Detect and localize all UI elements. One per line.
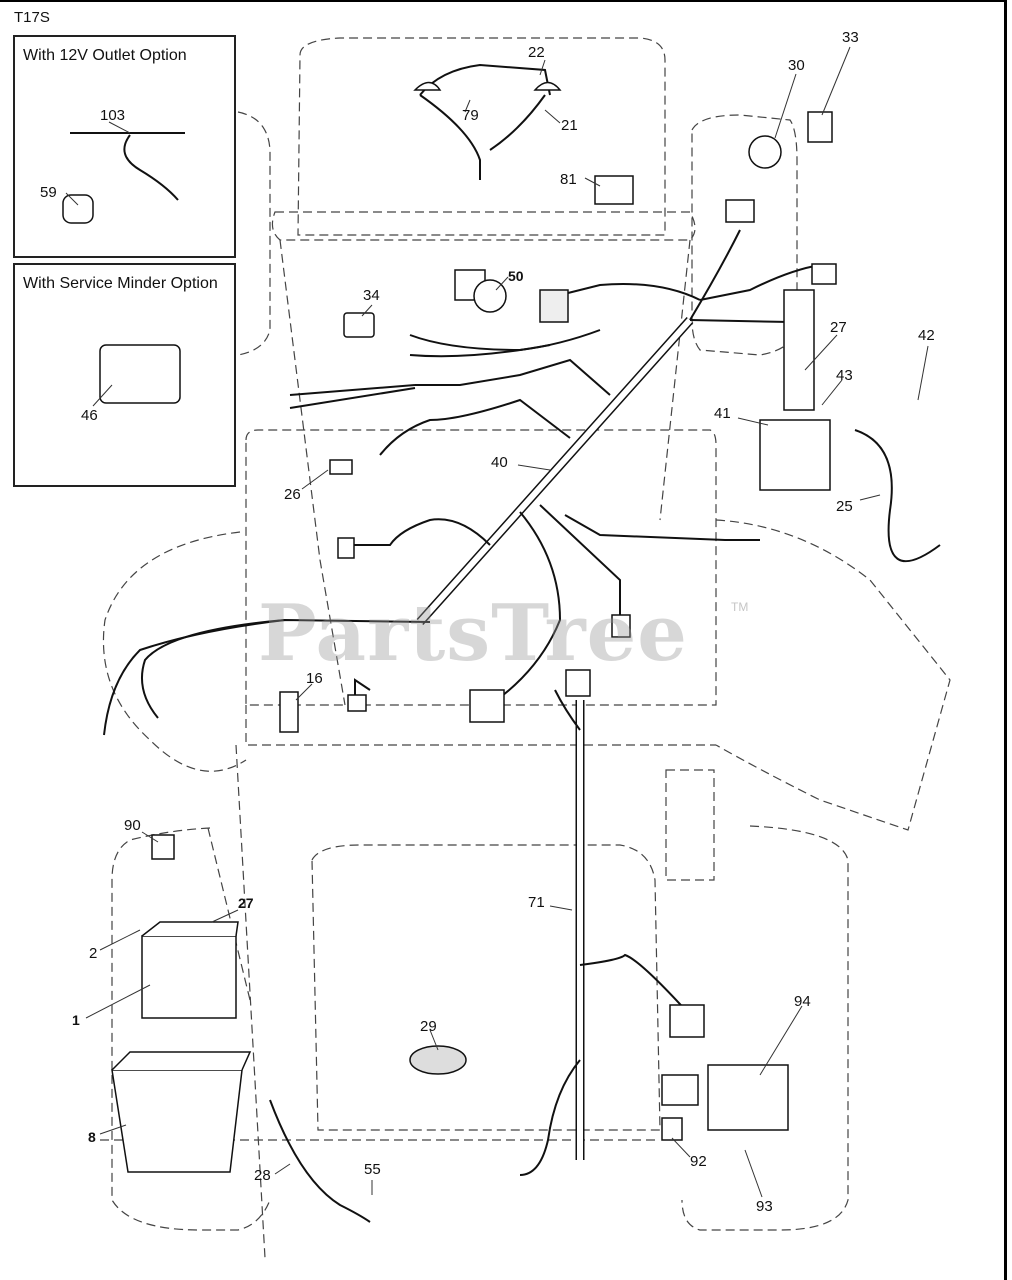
part-label-30: 30 bbox=[788, 57, 805, 74]
part-label-94: 94 bbox=[794, 993, 811, 1010]
diagram-id: T17S bbox=[14, 9, 50, 26]
watermark: PartsTree bbox=[258, 588, 688, 679]
part-label-1: 1 bbox=[72, 1012, 80, 1028]
part-label-25: 25 bbox=[836, 498, 853, 515]
part-label-16: 16 bbox=[306, 670, 323, 687]
part-label-40: 40 bbox=[491, 454, 508, 471]
part-label-50: 50 bbox=[508, 268, 524, 284]
part-label-29: 29 bbox=[420, 1018, 437, 1035]
watermark-tm: TM bbox=[731, 600, 749, 614]
part-label-33: 33 bbox=[842, 29, 859, 46]
frame-right-border bbox=[1004, 0, 1007, 1280]
part-shapes bbox=[62, 81, 837, 1173]
part-label-81: 81 bbox=[560, 171, 577, 188]
part-label-42: 42 bbox=[918, 327, 935, 344]
main-harness bbox=[70, 63, 941, 1223]
part-label-93: 93 bbox=[756, 1198, 773, 1215]
frame-top-border bbox=[0, 0, 1007, 2]
part-label-26: 26 bbox=[284, 486, 301, 503]
part-label-92: 92 bbox=[690, 1153, 707, 1170]
option-title-12v-outlet: With 12V Outlet Option bbox=[23, 47, 187, 64]
part-label-21: 21 bbox=[561, 117, 578, 134]
part-label-2: 2 bbox=[89, 945, 98, 962]
part-label-43: 43 bbox=[836, 367, 853, 384]
part-label-27-bottom: 27 bbox=[238, 895, 254, 911]
leader-lines bbox=[65, 46, 929, 1198]
option-title-service-minder: With Service Minder Option bbox=[23, 275, 218, 292]
part-label-79: 79 bbox=[462, 107, 479, 124]
part-label-103: 103 bbox=[100, 107, 126, 124]
part-label-8: 8 bbox=[88, 1129, 96, 1145]
part-label-59: 59 bbox=[40, 184, 57, 201]
part-label-41: 41 bbox=[714, 405, 731, 422]
part-label-27-top: 27 bbox=[830, 319, 847, 336]
part-label-28: 28 bbox=[254, 1167, 271, 1184]
part-label-34: 34 bbox=[363, 287, 380, 304]
part-label-55: 55 bbox=[364, 1161, 381, 1178]
part-label-22: 22 bbox=[528, 44, 545, 61]
part-label-71: 71 bbox=[528, 894, 545, 911]
part-label-90: 90 bbox=[124, 817, 141, 834]
part-label-46: 46 bbox=[81, 407, 98, 424]
